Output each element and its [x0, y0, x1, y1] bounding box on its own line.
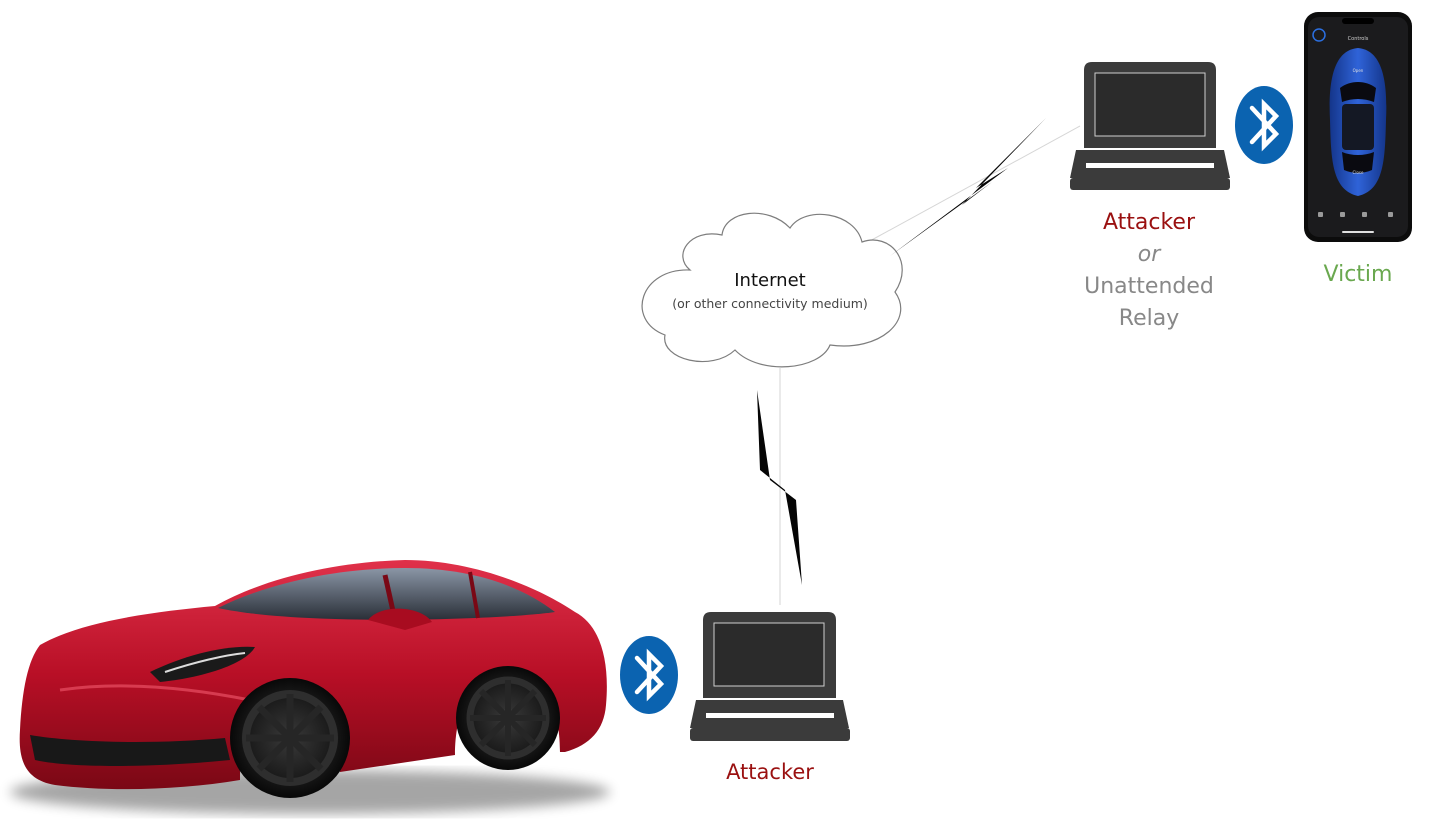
bluetooth-icon: [1235, 86, 1293, 164]
laptop-icon: [1070, 62, 1230, 190]
top-attacker-line1: Attacker: [1102, 210, 1196, 235]
connector-line-diagonal: [867, 125, 1081, 243]
phone-car-top-label: Open: [1353, 68, 1364, 73]
top-attacker-line4: Relay: [1118, 306, 1180, 331]
phone-screen-title: Controls: [1348, 36, 1369, 42]
top-attacker-line3: Unattended: [1084, 274, 1214, 299]
victim-label: Victim: [1323, 262, 1393, 287]
car-image: [10, 560, 610, 814]
phone-icon: Controls Open Close: [1304, 12, 1412, 242]
cloud-title: Internet: [734, 270, 806, 291]
bottom-attacker-label: Attacker: [726, 760, 814, 784]
cloud-subtitle: (or other connectivity medium): [672, 296, 868, 311]
top-attacker-label: Attacker or Unattended Relay: [1069, 207, 1229, 335]
top-attacker-line2: or: [1137, 242, 1161, 267]
laptop-icon: [690, 612, 850, 741]
cloud-icon: [641, 212, 903, 368]
phone-car-bottom-label: Close: [1353, 170, 1364, 175]
bluetooth-icon: [620, 636, 678, 714]
